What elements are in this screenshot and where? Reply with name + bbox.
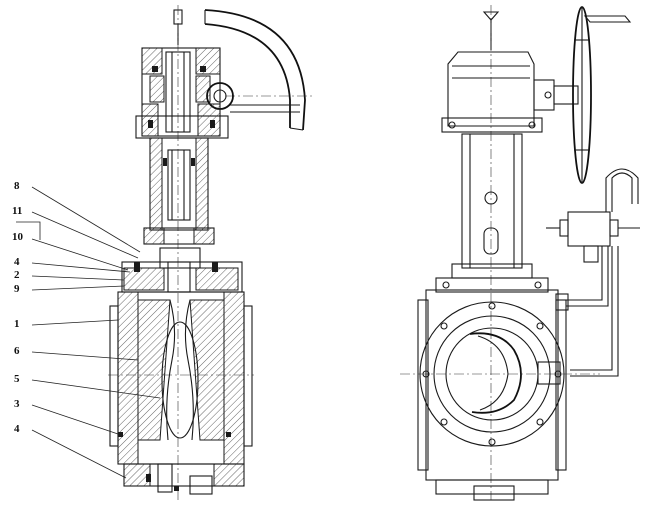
exterior-view — [400, 5, 640, 501]
callout-9: 9 — [14, 283, 20, 295]
gearbox-exterior — [441, 51, 579, 133]
instrument-manifold — [546, 168, 640, 377]
yoke-column — [435, 133, 549, 293]
callout-8: 8 — [14, 180, 20, 192]
callout-leaders — [16, 186, 161, 479]
callout-4-lower: 4 — [14, 423, 20, 435]
callout-4-upper: 4 — [14, 256, 20, 268]
stem-top — [173, 5, 183, 500]
handwheel-edge — [572, 6, 632, 184]
callout-2: 2 — [14, 269, 20, 281]
top-cover-section — [121, 247, 243, 293]
callout-6: 6 — [14, 345, 20, 357]
callout-5: 5 — [14, 373, 20, 385]
gearbox-section — [135, 47, 234, 139]
body-section — [108, 291, 254, 495]
indicator-top — [482, 5, 500, 500]
callout-1: 1 — [14, 318, 20, 330]
bonnet-section — [143, 137, 215, 245]
handwheel-arc-section — [204, 9, 315, 131]
callout-10: 10 — [12, 231, 23, 243]
valve-body-exterior — [400, 289, 600, 501]
callout-11: 11 — [12, 205, 23, 217]
sectional-view — [16, 5, 315, 500]
callout-3: 3 — [14, 398, 20, 410]
